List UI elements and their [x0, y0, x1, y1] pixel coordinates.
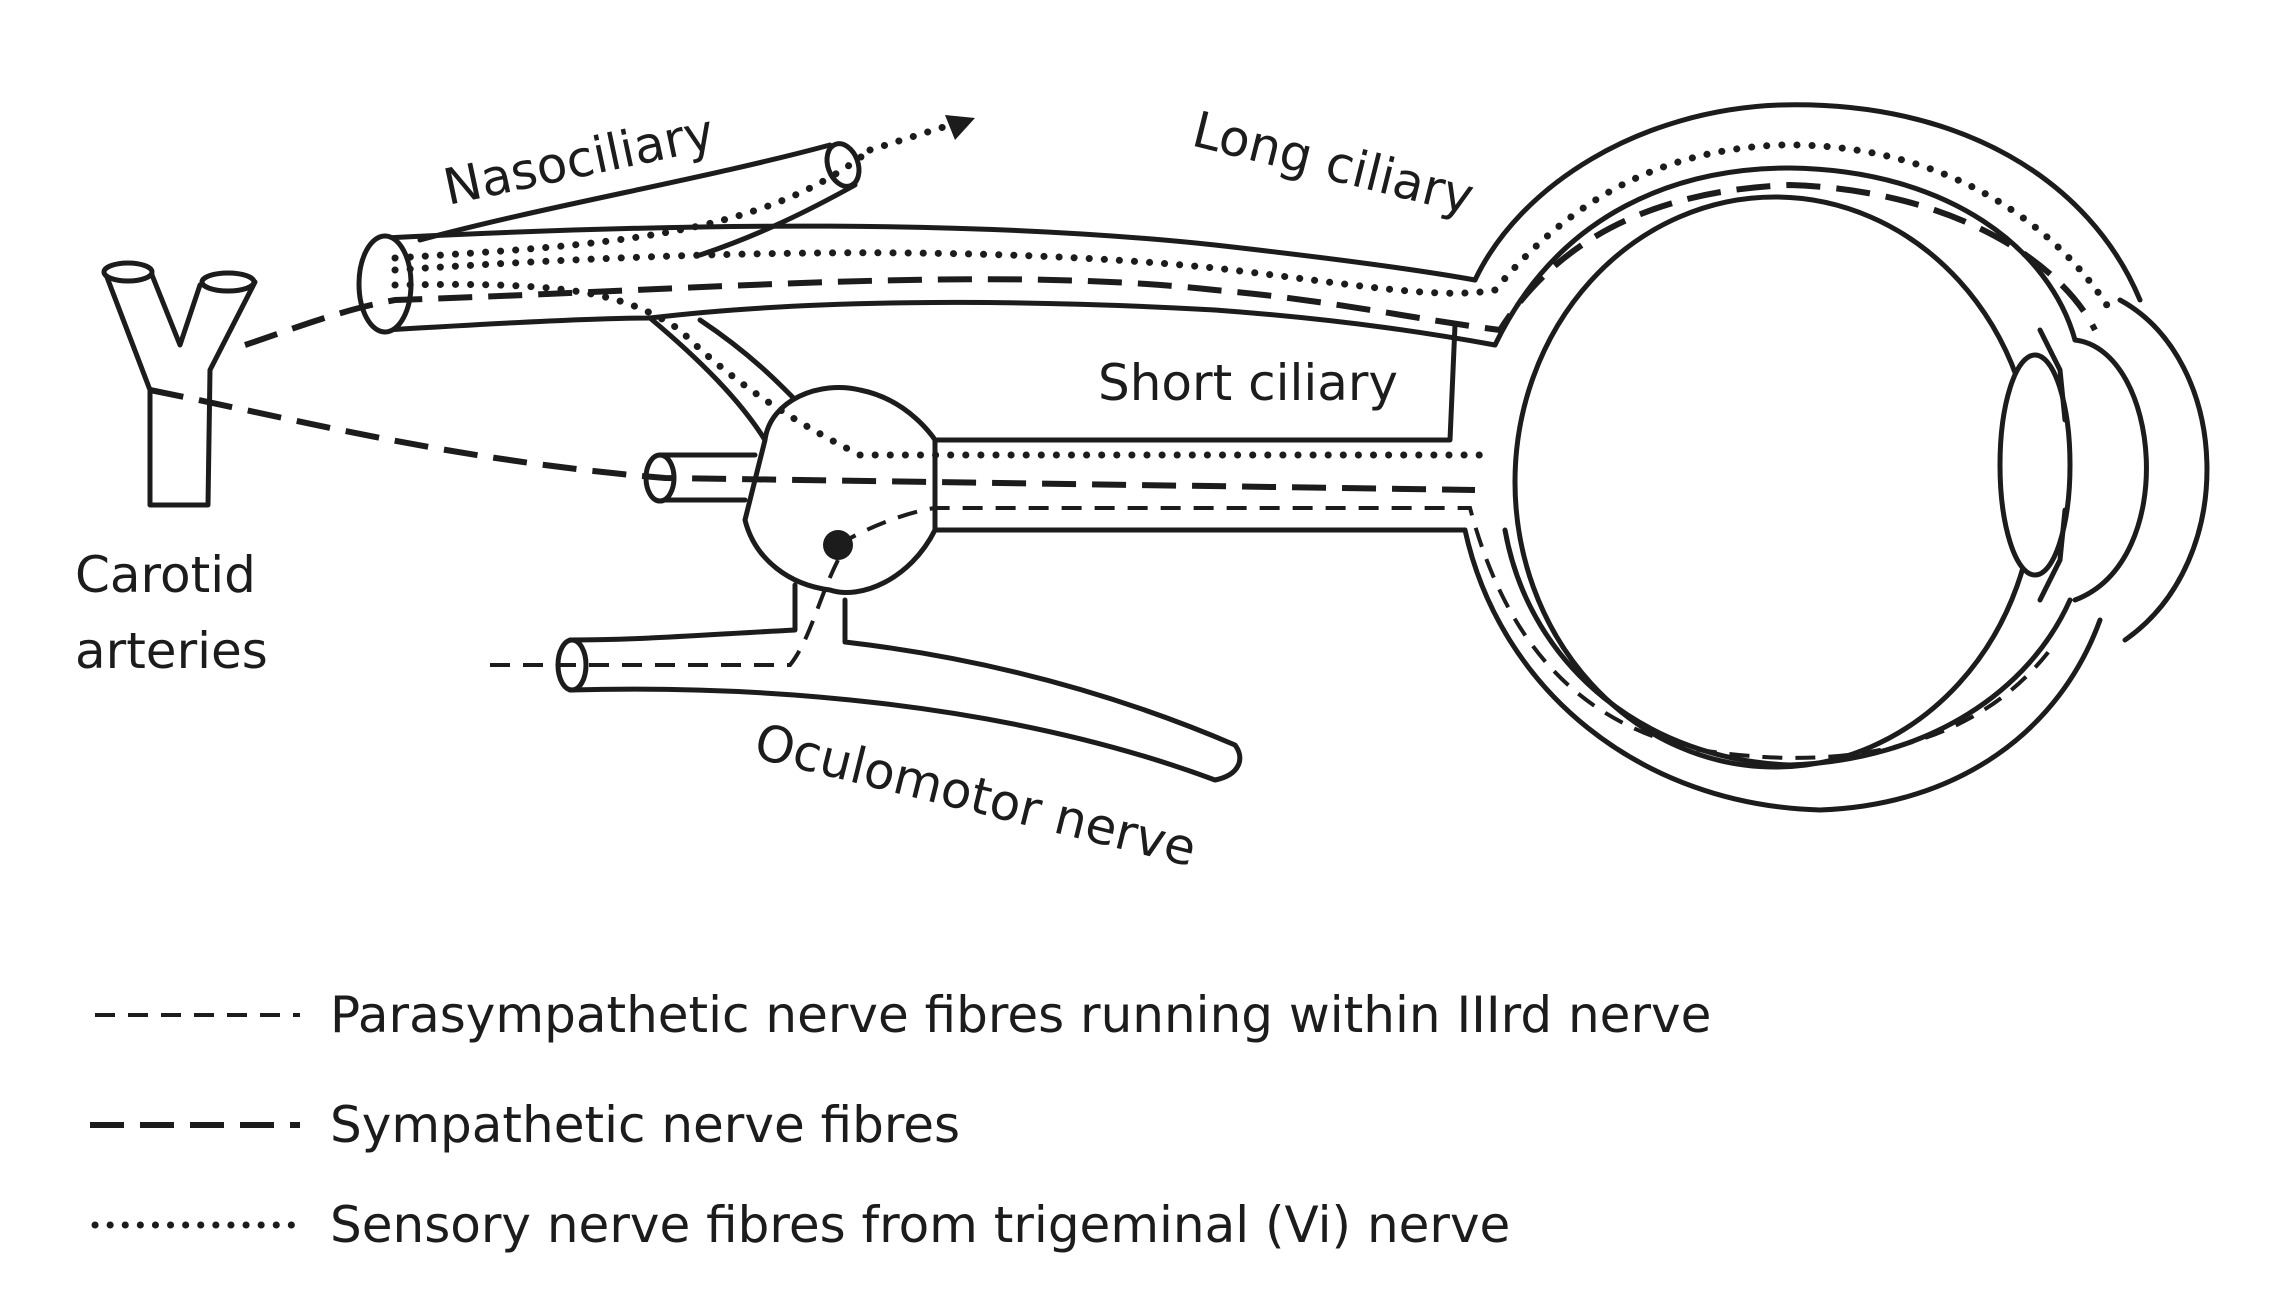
- eyeball: [1462, 102, 2210, 813]
- arrow-head-icon: [945, 115, 975, 140]
- label-nasociliary: Nasociliary: [438, 103, 719, 217]
- label-long-ciliary: Long ciliary: [1187, 100, 1479, 226]
- legend-sensory-label: Sensory nerve fibres from trigeminal (Vi…: [330, 1196, 1510, 1254]
- label-short-ciliary: Short ciliary: [1098, 354, 1398, 412]
- label-oculomotor: Oculomotor nerve: [749, 712, 1202, 878]
- sympathetic-root: [643, 452, 758, 504]
- ciliary-ganglion: [742, 384, 938, 595]
- legend-sympathetic-label: Sympathetic nerve fibres: [330, 1096, 960, 1154]
- carotid-arteries: [101, 260, 258, 508]
- label-carotid-line1: Carotid: [75, 546, 256, 604]
- parasympathetic-fibres: [490, 506, 2052, 760]
- legend-parasympathetic-label: Parasympathetic nerve fibres running wit…: [330, 986, 1711, 1044]
- sensory-fibres: [391, 115, 2114, 459]
- sympathetic-fibres: [149, 181, 2098, 493]
- nasociliary-nerve: [356, 141, 1498, 348]
- legend: Parasympathetic nerve fibres running wit…: [90, 986, 1711, 1254]
- short-ciliary-nerve: [932, 322, 1468, 533]
- label-carotid-line2: arteries: [75, 622, 268, 680]
